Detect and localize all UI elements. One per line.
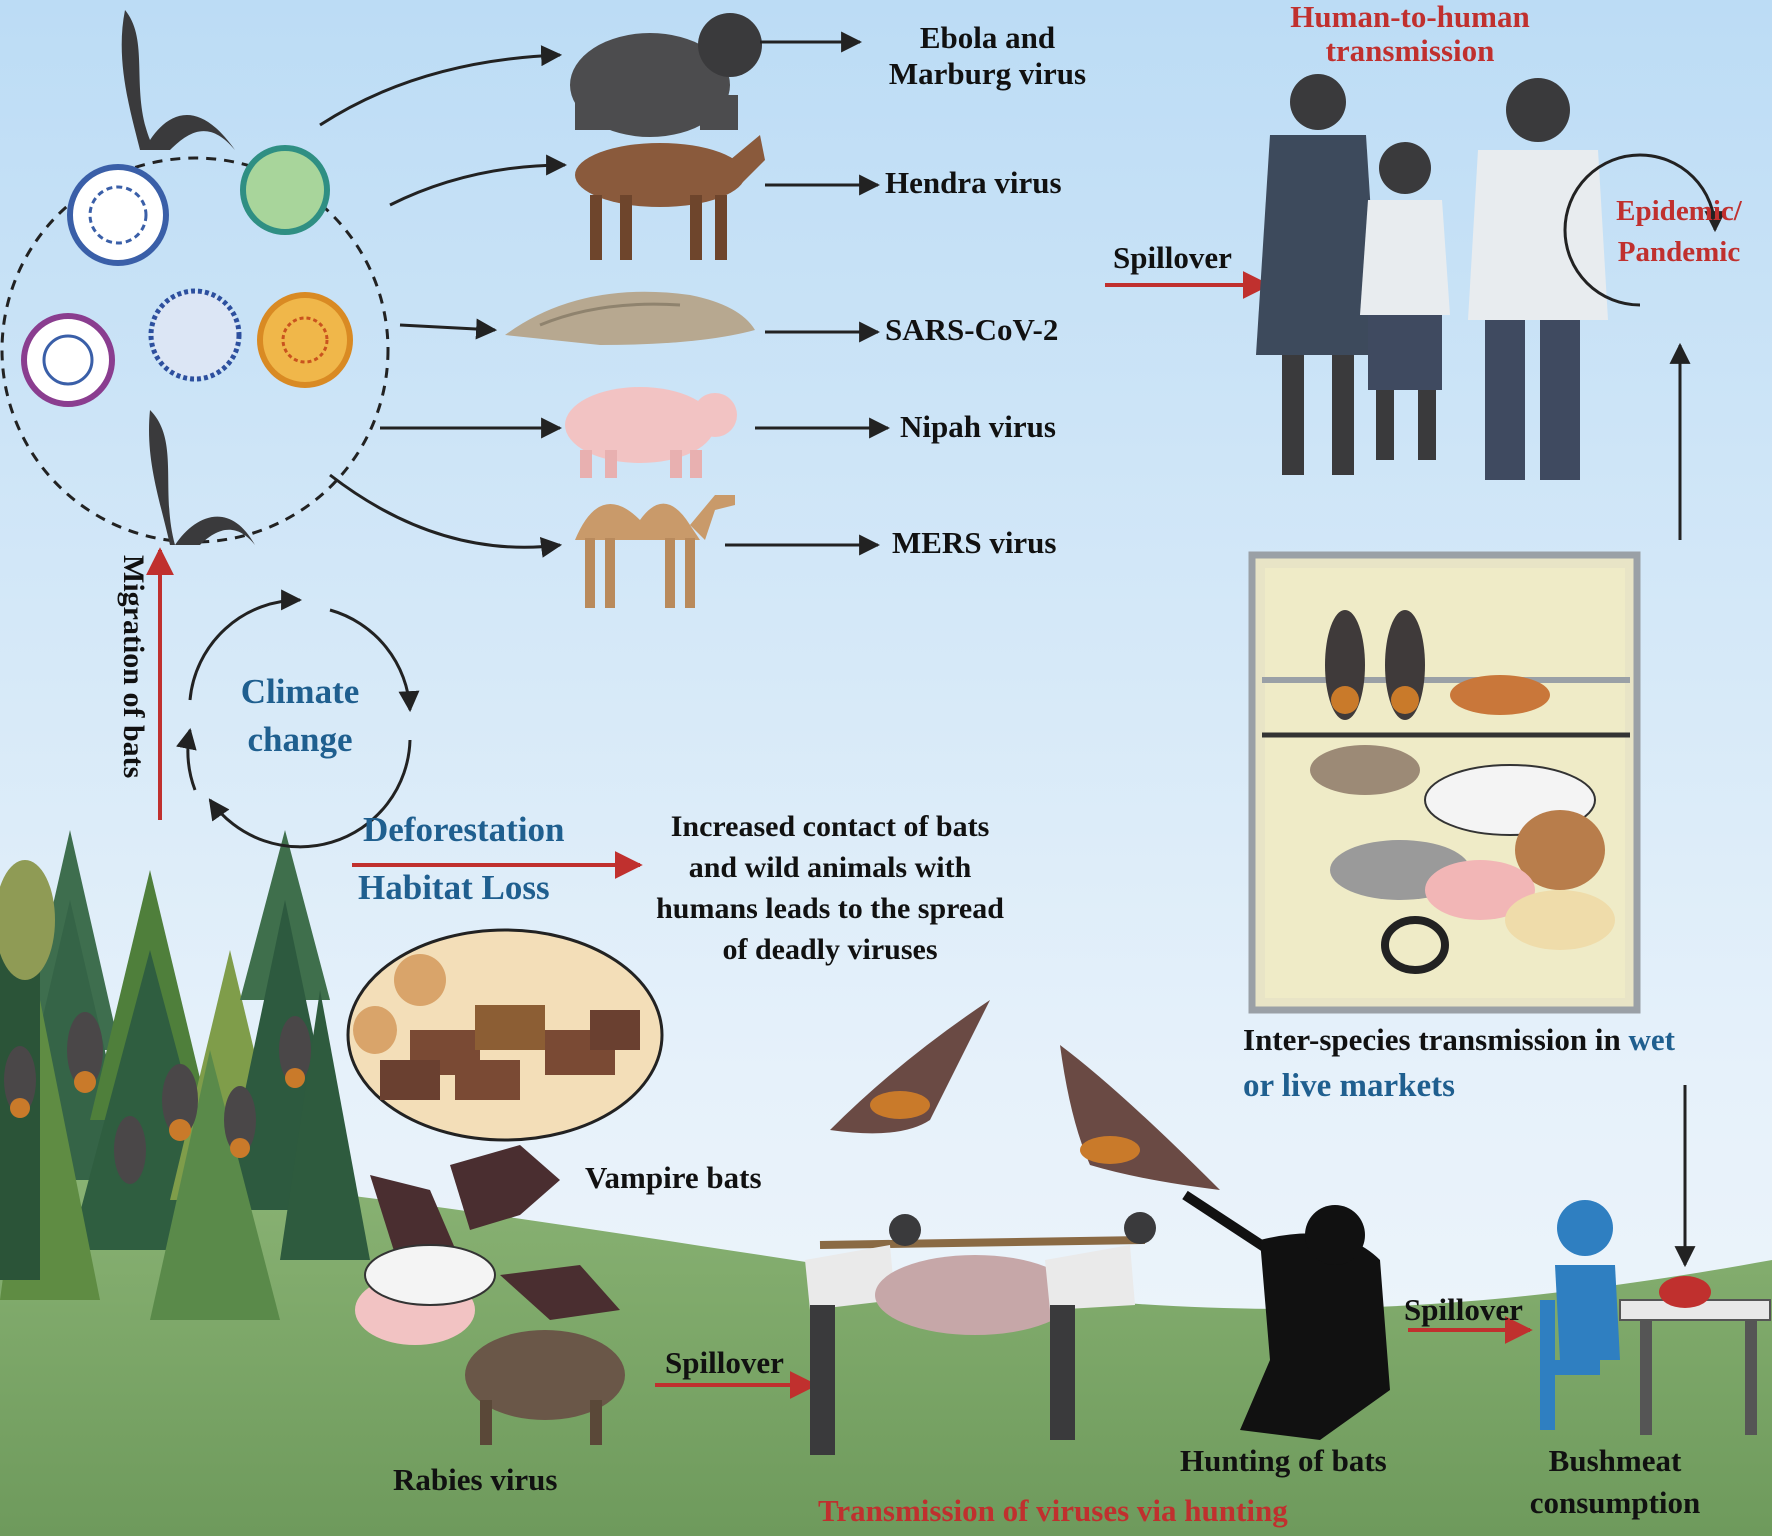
label-climate: Climate	[240, 672, 360, 711]
label-contact-4: of deadly viruses	[722, 933, 938, 966]
label-hendra: Hendra virus	[885, 165, 1062, 200]
label-contact-1: Increased contact of bats	[670, 810, 990, 843]
arrow-to-camel	[329, 473, 563, 558]
horse-icon	[575, 135, 765, 260]
label-migration-of-bats: Migration of bats	[117, 555, 150, 779]
label-vampire-bats: Vampire bats	[585, 1160, 762, 1195]
wet-market-cage	[1248, 551, 1641, 1014]
bat-icon	[121, 10, 235, 150]
label-rabies: Rabies virus	[393, 1462, 558, 1497]
label-via-hunting: Transmission of viruses via hunting	[818, 1493, 1288, 1528]
arrow-to-gorilla	[319, 45, 563, 127]
label-wet-market-text: Inter-species transmission in	[1243, 1022, 1621, 1057]
label-contact-3: humans leads to the spread	[656, 892, 1004, 925]
label-wet: wet	[1628, 1022, 1675, 1057]
label-sars: SARS-CoV-2	[885, 312, 1059, 347]
camel-icon	[575, 495, 735, 608]
virus-reservoir-circle	[0, 156, 390, 544]
label-epidemic: Epidemic/	[1616, 195, 1742, 227]
label-wet-market-1: Inter-species transmission in wet	[1243, 1022, 1675, 1058]
arrow-to-pangolin	[399, 318, 498, 340]
label-human-to-human: Human-to-human transmission	[1290, 0, 1530, 69]
pig-icon	[565, 387, 737, 478]
label-hunting: Hunting of bats	[1180, 1443, 1387, 1478]
label-consumption: consumption	[1529, 1485, 1701, 1520]
pangolin-icon	[505, 291, 755, 345]
label-mers: MERS virus	[892, 525, 1057, 560]
label-nipah: Nipah virus	[900, 409, 1056, 444]
label-bushmeat: Bushmeat	[1548, 1443, 1682, 1478]
epidemic-cycle-arrow	[1563, 153, 1726, 307]
climate-cycle-arrow-top	[188, 589, 303, 701]
label-wet-market-2: or live markets	[1243, 1068, 1456, 1104]
forest	[0, 830, 370, 1320]
flying-bats-icon	[830, 1000, 1220, 1190]
label-spillover-bushmeat: Spillover	[1404, 1292, 1523, 1327]
climate-cycle-arrow-left	[176, 727, 197, 791]
climate-cycle-arrow-right	[329, 608, 420, 713]
arrow-to-horse	[389, 154, 568, 207]
label-spillover-humans: Spillover	[1113, 240, 1232, 275]
livestock-icon	[355, 1244, 625, 1445]
label-spillover-hunters: Spillover	[665, 1345, 784, 1380]
vampire-bats-icon	[370, 1145, 620, 1320]
virus-icons	[21, 145, 353, 407]
gorilla-icon	[570, 13, 762, 137]
human-figures	[1256, 74, 1608, 480]
label-change: change	[247, 720, 353, 759]
hunter-with-gun-icon	[1182, 1190, 1390, 1440]
label-habitat-loss: Habitat Loss	[358, 868, 550, 907]
label-pandemic: Pandemic	[1617, 236, 1741, 268]
bushmeat-consumption-icon	[1540, 1200, 1771, 1435]
bat-icon	[149, 410, 255, 545]
label-deforestation: Deforestation	[363, 810, 565, 849]
logs-icon	[346, 928, 664, 1142]
label-ebola: Ebola and Marburg virus	[888, 20, 1087, 91]
climate-cycle-arrow-bottom	[208, 739, 412, 849]
hunters-carrying-icon	[805, 1212, 1156, 1455]
label-contact-2: and wild animals with	[688, 851, 972, 884]
